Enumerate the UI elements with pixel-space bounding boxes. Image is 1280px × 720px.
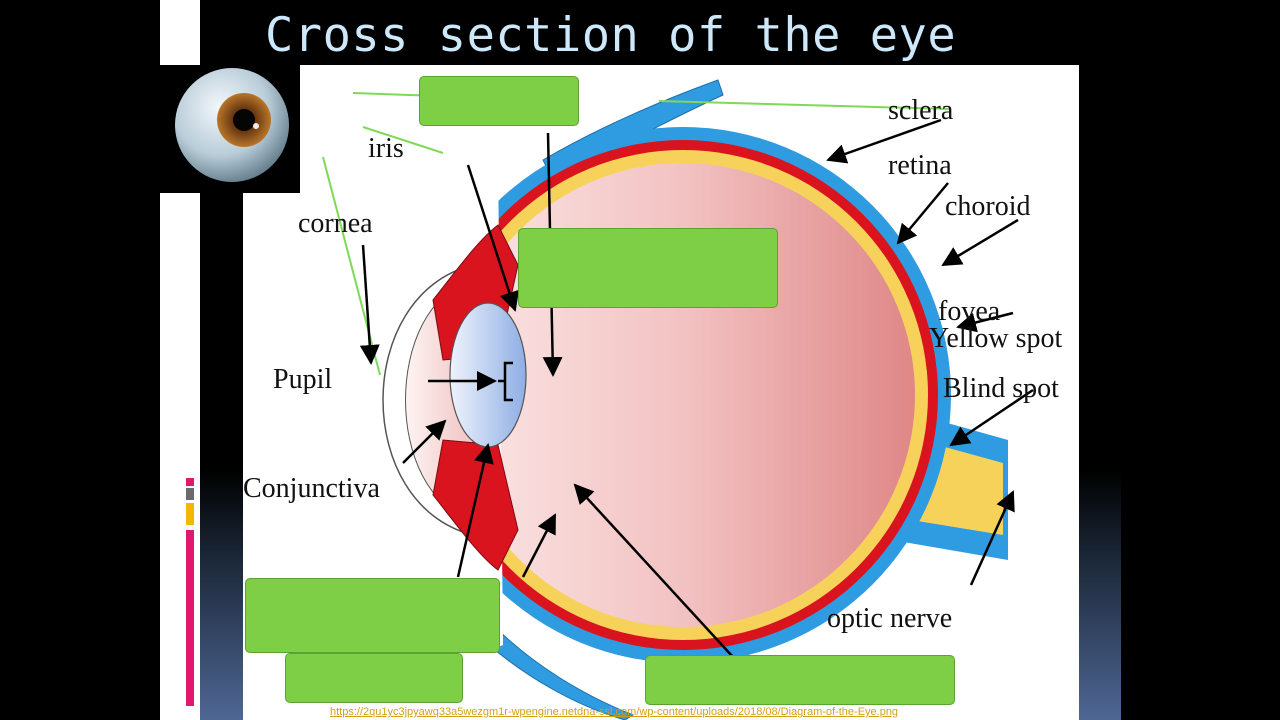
answer-box-top[interactable] [419,76,579,126]
arrow-optic-nerve [969,490,1015,586]
label-retina: retina [888,150,952,181]
label-optic-nerve: optic nerve [827,603,953,634]
pointer-line-3 [362,126,444,154]
accent-stripe-long-pink [186,530,194,706]
answer-box-vitreous[interactable] [518,228,778,308]
label-yellow-spot: Yellow spot [929,323,1063,354]
accent-stripe-yellow [186,503,194,525]
lens [449,302,527,448]
answer-box-bottom-left[interactable] [245,578,500,653]
label-pupil: Pupil [273,364,333,395]
arrow-retina [896,182,949,245]
arrow-suspensory [573,483,734,658]
pupil-bracket [498,361,513,402]
arrow-aqueous [456,443,494,578]
label-iris: iris [368,133,404,164]
thumbnail-pupil [233,109,255,131]
arrow-iris [466,164,519,312]
arrow-ciliary [521,513,557,578]
pointer-line-2 [658,100,952,110]
answer-box-bottom-left-2[interactable] [285,653,463,703]
label-conjunctiva: Conjunctiva [243,473,380,504]
pointer-line-4 [322,156,381,376]
label-cornea: cornea [298,208,373,239]
source-url-link[interactable]: https://2qu1yc3jpyawq33a5wezgm1r-wpengin… [330,706,899,718]
slide: Cross section of the eye [160,0,1121,720]
eye-photo-thumbnail [160,65,300,193]
arrow-choroid [941,218,1019,267]
arrow-conjunctiva [402,419,447,464]
eye-diagram: sclera iris retina choroid cornea fovea … [243,65,1079,720]
accent-stripe-gray [186,488,194,500]
label-sclera: sclera [888,95,954,126]
cornea [382,264,474,536]
label-choroid: choroid [945,191,1031,222]
answer-box-bottom-right[interactable] [645,655,955,705]
accent-stripe-pink [186,478,194,486]
label-blind-spot: Blind spot [943,373,1059,404]
arrow-cornea [359,244,380,365]
label-fovea: fovea [938,296,1001,327]
slide-title: Cross section of the eye [265,8,957,63]
arrow-blind-spot [949,388,1034,447]
eyeball-image [175,68,289,182]
arrow-sclera [826,118,942,164]
arrow-fovea [956,311,1014,333]
